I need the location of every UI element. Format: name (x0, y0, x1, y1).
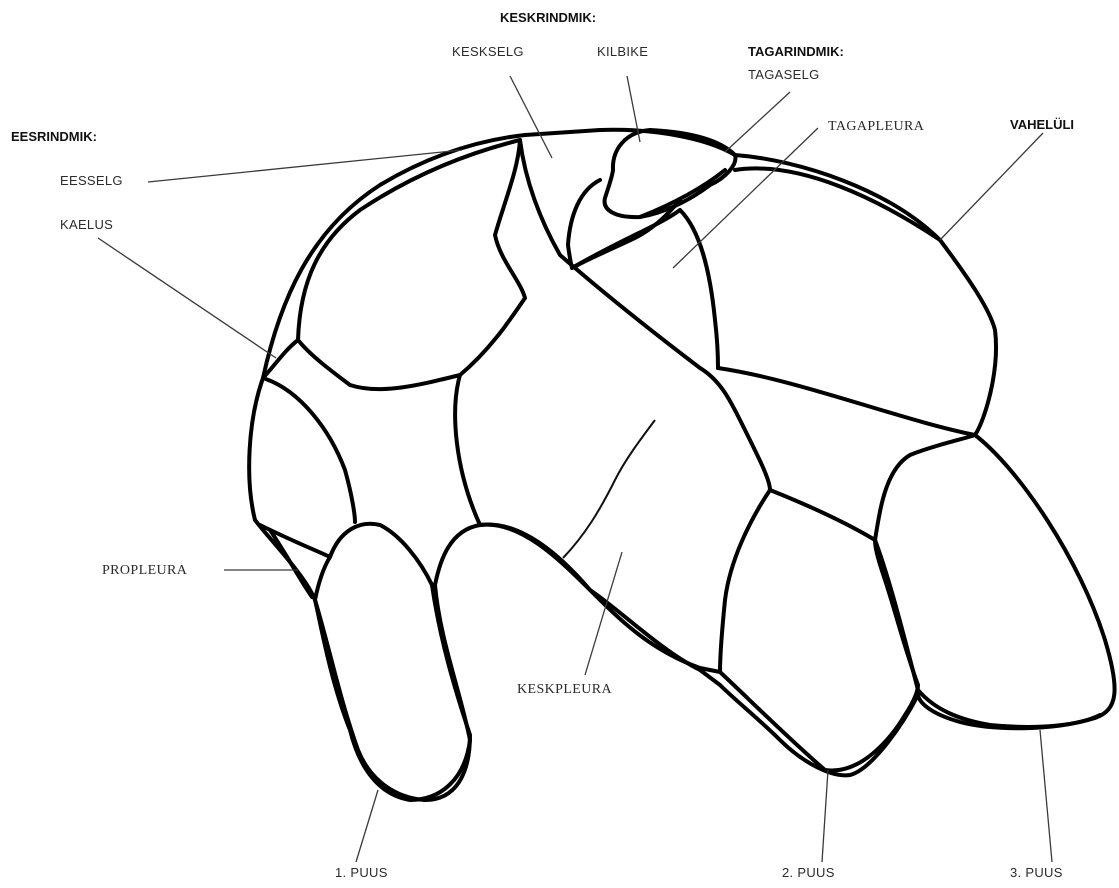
leader-kaelus (98, 238, 276, 358)
label-eesrindmik: EESRINDMIK: (11, 130, 97, 143)
label-tagarindmik: TAGARINDMIK: (748, 45, 844, 58)
leader-vaheluli (940, 133, 1043, 240)
label-puus3: 3. PUUS (1010, 866, 1063, 879)
label-keskpleura: KESKPLEURA (517, 683, 612, 697)
leader-keskpleura (585, 552, 622, 675)
leader-tagaselg (725, 92, 790, 152)
leader-tagapleura (673, 128, 818, 268)
label-vaheluli: VAHELÜLI (1010, 118, 1074, 131)
leader-eesselg (148, 150, 462, 182)
leader-puus2 (822, 770, 828, 862)
label-puus1: 1. PUUS (335, 866, 388, 879)
label-keskrindmik: KESKRINDMIK: (500, 11, 596, 24)
label-puus2: 2. PUUS (782, 866, 835, 879)
label-tagaselg: TAGASELG (748, 68, 820, 81)
leader-kilbike (627, 76, 640, 142)
label-kesksel: KESKSELG (452, 45, 524, 58)
label-kaelus: KAELUS (60, 218, 113, 231)
label-tagapleura: TAGAPLEURA (828, 120, 924, 134)
label-eesselg: EESSELG (60, 174, 123, 187)
leader-puus3 (1040, 730, 1052, 862)
label-kilbike: KILBIKE (597, 45, 648, 58)
leader-puus1 (356, 790, 378, 862)
label-propleura: PROPLEURA (102, 564, 187, 578)
leader-kesksel (510, 76, 552, 158)
